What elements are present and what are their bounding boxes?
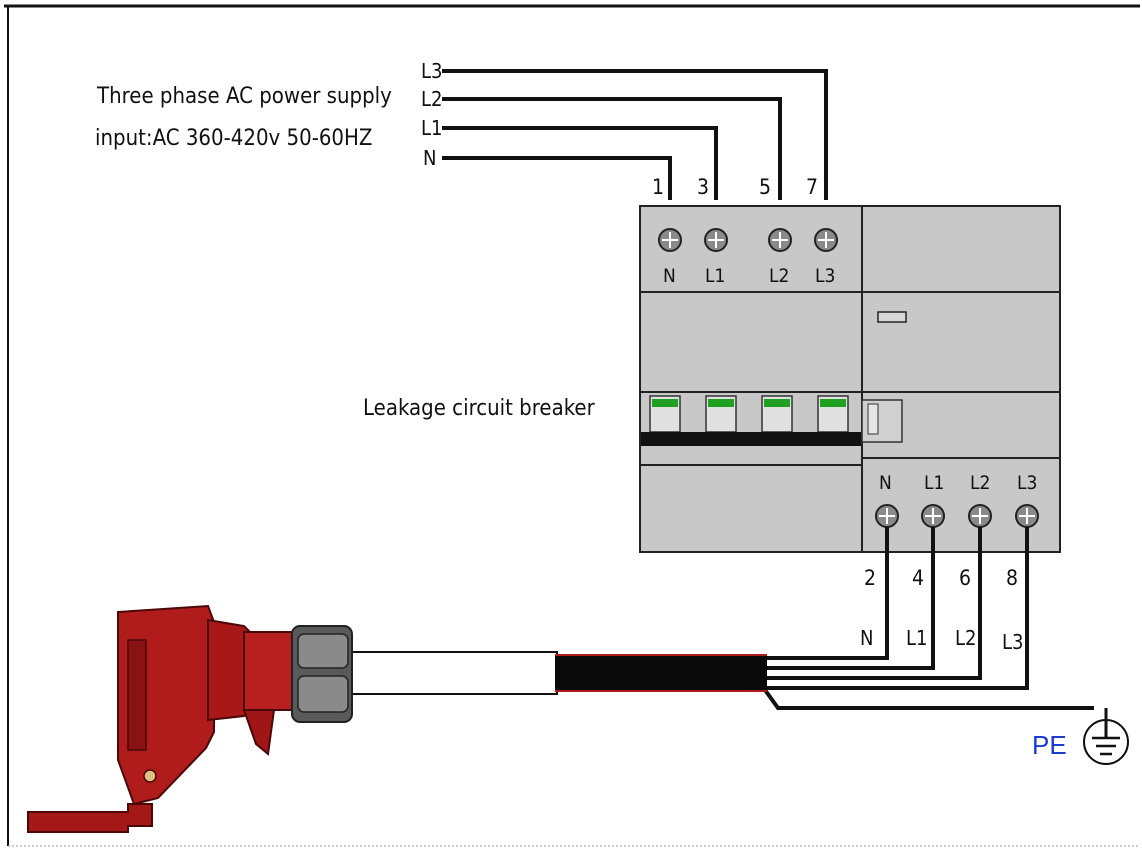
screw-terminal-icon	[704, 228, 728, 252]
screw-terminal-icon	[768, 228, 792, 252]
wire-l3-out	[765, 527, 1029, 690]
breaker-switches	[641, 395, 903, 446]
input-number-3: 3	[697, 175, 709, 199]
wire-n-in	[442, 156, 672, 200]
screw-terminal-icon	[1015, 504, 1039, 528]
supply-title: Three phase AC power supply	[96, 84, 392, 109]
output-number-2: 2	[864, 566, 876, 590]
ground-symbol-icon	[1083, 708, 1129, 765]
terminal-label-l1-in: L1	[705, 265, 725, 287]
cable	[351, 651, 767, 695]
test-button	[877, 311, 907, 323]
wire-l1-in	[442, 126, 718, 200]
output-number-6: 6	[959, 566, 971, 590]
breaker-label: Leakage circuit breaker	[363, 396, 596, 421]
screw-terminal-icon	[968, 504, 992, 528]
screw-terminal-icon	[814, 228, 838, 252]
terminal-label-l3-out: L3	[1017, 472, 1037, 494]
ground-label: PE	[1032, 730, 1067, 760]
wire-l1-out	[765, 527, 935, 670]
switch-indicator-green	[764, 399, 790, 407]
industrial-plug-icon	[27, 604, 353, 833]
input-wires: L3 L2 L1 N 1 3 5 7	[421, 59, 828, 200]
terminal-label-n-out: N	[879, 472, 892, 494]
output-wire-label-l1: L1	[906, 626, 927, 650]
wire-pe	[763, 688, 1094, 710]
input-label-l3: L3	[421, 59, 442, 83]
output-wires: 2 4 6 8 N L1 L2 L3	[763, 527, 1094, 710]
breaker-right-body	[861, 205, 1061, 553]
input-terminals: N L1 L2 L3	[658, 228, 838, 287]
input-label-l1: L1	[421, 116, 442, 140]
screw-terminal-icon	[921, 504, 945, 528]
switch-indicator-green	[708, 399, 734, 407]
output-wire-label-l2: L2	[955, 626, 976, 650]
input-number-5: 5	[759, 175, 771, 199]
input-label-l2: L2	[421, 87, 442, 111]
supply-input-spec: input:AC 360-420v 50-60HZ	[95, 126, 372, 151]
switch-indicator-green	[820, 399, 846, 407]
input-label-n: N	[423, 146, 436, 170]
screw-terminal-icon	[658, 228, 682, 252]
screw-terminal-icon	[875, 504, 899, 528]
breaker-left-body	[639, 205, 863, 553]
cable-sheath-white	[351, 651, 558, 695]
output-wire-label-n: N	[860, 626, 873, 650]
terminal-label-l2-out: L2	[970, 472, 990, 494]
wire-l2-out	[765, 527, 982, 680]
leakage-circuit-breaker: N L1 L2 L3 N L1 L2 L3	[639, 205, 1061, 553]
input-number-1: 1	[652, 175, 664, 199]
wire-l2-in	[442, 97, 782, 200]
switch-bar	[641, 432, 861, 446]
terminal-label-l3-in: L3	[815, 265, 835, 287]
switch-indicator-green	[652, 399, 678, 407]
terminal-label-n-in: N	[663, 265, 676, 287]
output-number-4: 4	[912, 566, 924, 590]
output-wire-label-l3: L3	[1002, 630, 1023, 654]
output-number-8: 8	[1006, 566, 1018, 590]
wire-l3-in	[442, 69, 828, 200]
cable-sheath-black	[555, 654, 767, 692]
wire-n-out	[765, 527, 889, 660]
terminal-label-l2-in: L2	[769, 265, 789, 287]
terminal-label-l1-out: L1	[924, 472, 944, 494]
output-terminals: N L1 L2 L3	[875, 472, 1039, 528]
input-number-7: 7	[806, 175, 818, 199]
